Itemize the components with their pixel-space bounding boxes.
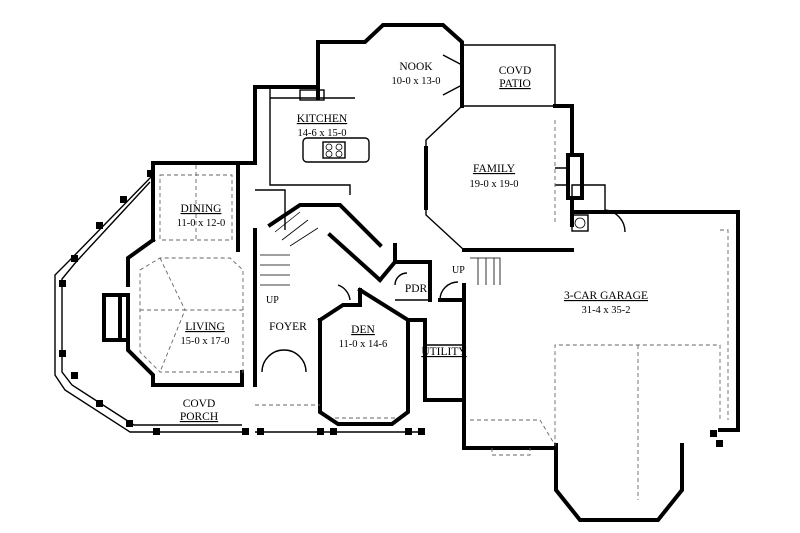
room-family-name: FAMILY xyxy=(473,163,516,175)
stair-up-label-1: UP xyxy=(266,295,279,306)
room-dining-size: 11-0 x 12-0 xyxy=(177,218,226,229)
room-labels: NOOK 10-0 x 13-0 COVD PATIO KITCHEN 14-6… xyxy=(177,61,648,423)
ceiling-lines xyxy=(139,120,729,500)
room-nook-size: 10-0 x 13-0 xyxy=(392,76,441,87)
room-porch-name2: PORCH xyxy=(180,411,218,423)
porch-posts xyxy=(59,170,723,447)
room-living-size: 15-0 x 17-0 xyxy=(181,336,230,347)
room-kitchen-size: 14-6 x 15-0 xyxy=(298,128,347,139)
room-porch-name: COVD xyxy=(183,398,216,410)
stair-up-label-2: UP xyxy=(452,265,465,276)
room-nook-name: NOOK xyxy=(399,61,433,73)
room-pdr-name: PDR xyxy=(405,283,428,295)
room-den-size: 11-0 x 14-6 xyxy=(339,339,388,350)
room-patio-name2: PATIO xyxy=(499,78,531,90)
room-foyer-name: FOYER xyxy=(269,321,307,333)
room-garage-name: 3-CAR GARAGE xyxy=(564,290,648,302)
room-dining-name: DINING xyxy=(181,203,222,215)
room-kitchen-name: KITCHEN xyxy=(297,113,348,125)
room-patio-name: COVD xyxy=(499,65,532,77)
room-utility-name: UTILITY xyxy=(421,346,467,358)
exterior-walls xyxy=(102,23,740,522)
interior-walls xyxy=(102,87,626,346)
room-living-name: LIVING xyxy=(185,321,225,333)
room-garage-size: 31-4 x 35-2 xyxy=(582,305,631,316)
room-den-name: DEN xyxy=(351,324,375,336)
doors xyxy=(261,54,463,373)
stairs xyxy=(260,211,501,286)
room-family-size: 19-0 x 19-0 xyxy=(470,179,519,190)
